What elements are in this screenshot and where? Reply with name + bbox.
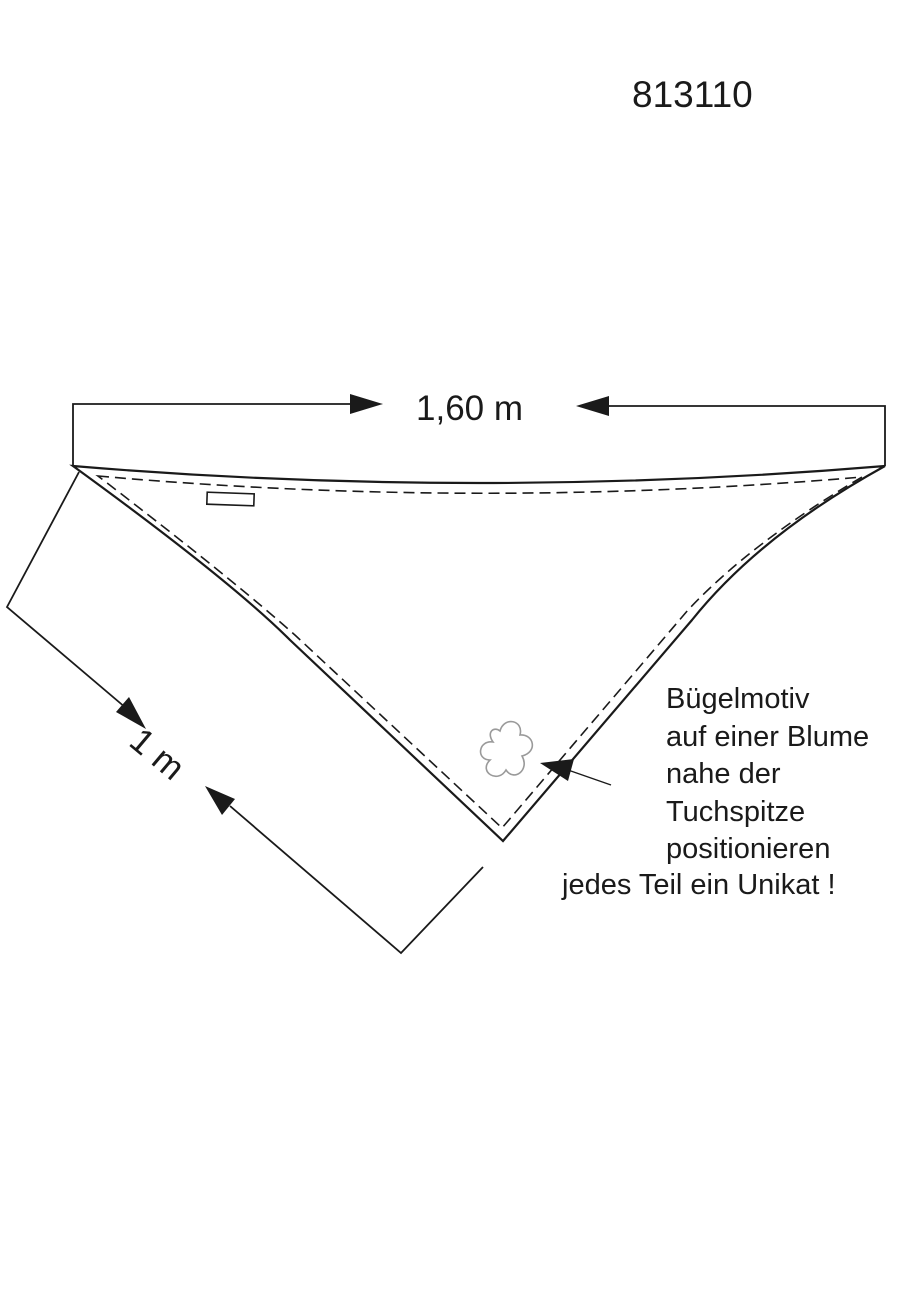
annotation-line: Bügelmotiv	[666, 683, 810, 715]
annotation-line: nahe der	[666, 758, 781, 790]
height-arrow-up-icon	[205, 786, 235, 815]
article-number: 813110	[632, 74, 753, 115]
motif-placement-annotation: Bügelmotiv auf einer Blume nahe der Tuch…	[666, 681, 869, 869]
width-arrow-left-icon	[576, 396, 609, 416]
annotation-line: Tuchspitze	[666, 795, 806, 828]
label-tag-icon	[205, 491, 256, 507]
annotation-line: positionieren	[666, 833, 831, 865]
unique-item-note: jedes Teil ein Unikat !	[562, 869, 836, 901]
width-arrow-right-icon	[350, 394, 383, 414]
width-dimension-left-bracket	[72, 403, 355, 466]
scarf-outline	[69, 464, 886, 843]
height-dimension-upper-bracket	[5, 471, 127, 709]
flower-pointer-arrow-icon	[540, 759, 574, 781]
scarf-stitch-line	[95, 474, 863, 830]
width-dimension-label: 1,60 m	[416, 389, 523, 428]
height-dimension-lower-bracket	[229, 805, 484, 955]
annotation-line: auf einer Blume	[666, 720, 870, 753]
height-arrow-down-icon	[116, 697, 146, 729]
width-dimension-right-bracket	[605, 405, 886, 466]
height-dimension	[5, 471, 484, 955]
flower-pointer-line	[567, 769, 612, 786]
width-dimension	[72, 403, 886, 466]
flower-motif-icon	[479, 720, 534, 777]
